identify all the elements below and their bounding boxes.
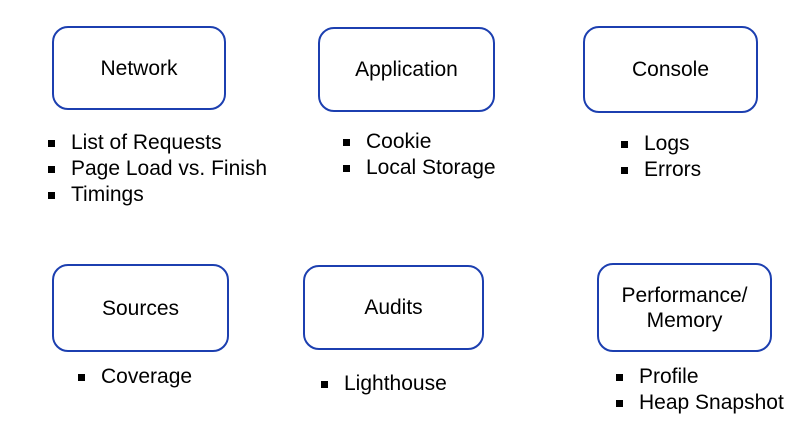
list-item: Logs <box>621 131 701 157</box>
box-audits: Audits <box>303 265 484 350</box>
list-application: Cookie Local Storage <box>343 129 496 181</box>
bullet-square-icon <box>48 139 55 147</box>
list-item: Lighthouse <box>321 371 447 397</box>
list-item-label: Timings <box>71 183 144 206</box>
list-item-label: Lighthouse <box>344 372 447 395</box>
box-console: Console <box>583 26 758 113</box>
list-item-label: Errors <box>644 158 702 181</box>
list-item: Profile <box>616 364 784 390</box>
list-item: Cookie <box>343 129 496 155</box>
list-item-label: Cookie <box>366 130 432 153</box>
list-network: List of Requests Page Load vs. Finish Ti… <box>48 130 267 208</box>
box-title-audits: Audits <box>364 296 423 319</box>
list-item: Local Storage <box>343 155 496 181</box>
box-title-sources: Sources <box>101 296 180 320</box>
list-item: Coverage <box>78 364 192 390</box>
list-item-label: Profile <box>639 365 699 388</box>
list-item: List of Requests <box>48 130 267 156</box>
list-item-label: Coverage <box>101 365 193 388</box>
bullet-square-icon <box>621 140 628 148</box>
box-sources: Sources <box>52 264 229 352</box>
list-performance-memory: Profile Heap Snapshot <box>616 364 784 416</box>
box-title-performance-memory: Performance/ Memory <box>621 283 748 332</box>
bullet-square-icon <box>621 166 628 174</box>
bullet-square-icon <box>78 373 85 381</box>
list-sources: Coverage <box>78 364 192 390</box>
bullet-square-icon <box>616 373 623 381</box>
box-title-application: Application <box>355 58 458 81</box>
list-item-label: Local Storage <box>366 156 496 179</box>
bullet-square-icon <box>343 164 350 172</box>
list-item-label: Page Load vs. Finish <box>71 157 268 180</box>
list-item: Page Load vs. Finish <box>48 156 267 182</box>
list-console: Logs Errors <box>621 131 701 183</box>
box-network: Network <box>52 26 226 110</box>
bullet-square-icon <box>48 191 55 199</box>
box-title-console: Console <box>631 58 710 81</box>
box-performance-memory: Performance/ Memory <box>597 263 772 352</box>
bullet-square-icon <box>343 138 350 146</box>
list-item: Heap Snapshot <box>616 390 784 416</box>
bullet-square-icon <box>616 399 623 407</box>
list-item-label: List of Requests <box>71 131 222 154</box>
box-application: Application <box>318 27 495 112</box>
list-item: Timings <box>48 182 267 208</box>
list-audits: Lighthouse <box>321 371 447 397</box>
list-item-label: Heap Snapshot <box>639 391 784 414</box>
list-item: Errors <box>621 157 701 183</box>
list-item-label: Logs <box>644 132 690 155</box>
bullet-square-icon <box>321 380 328 388</box>
box-title-network: Network <box>100 56 178 80</box>
bullet-square-icon <box>48 165 55 173</box>
